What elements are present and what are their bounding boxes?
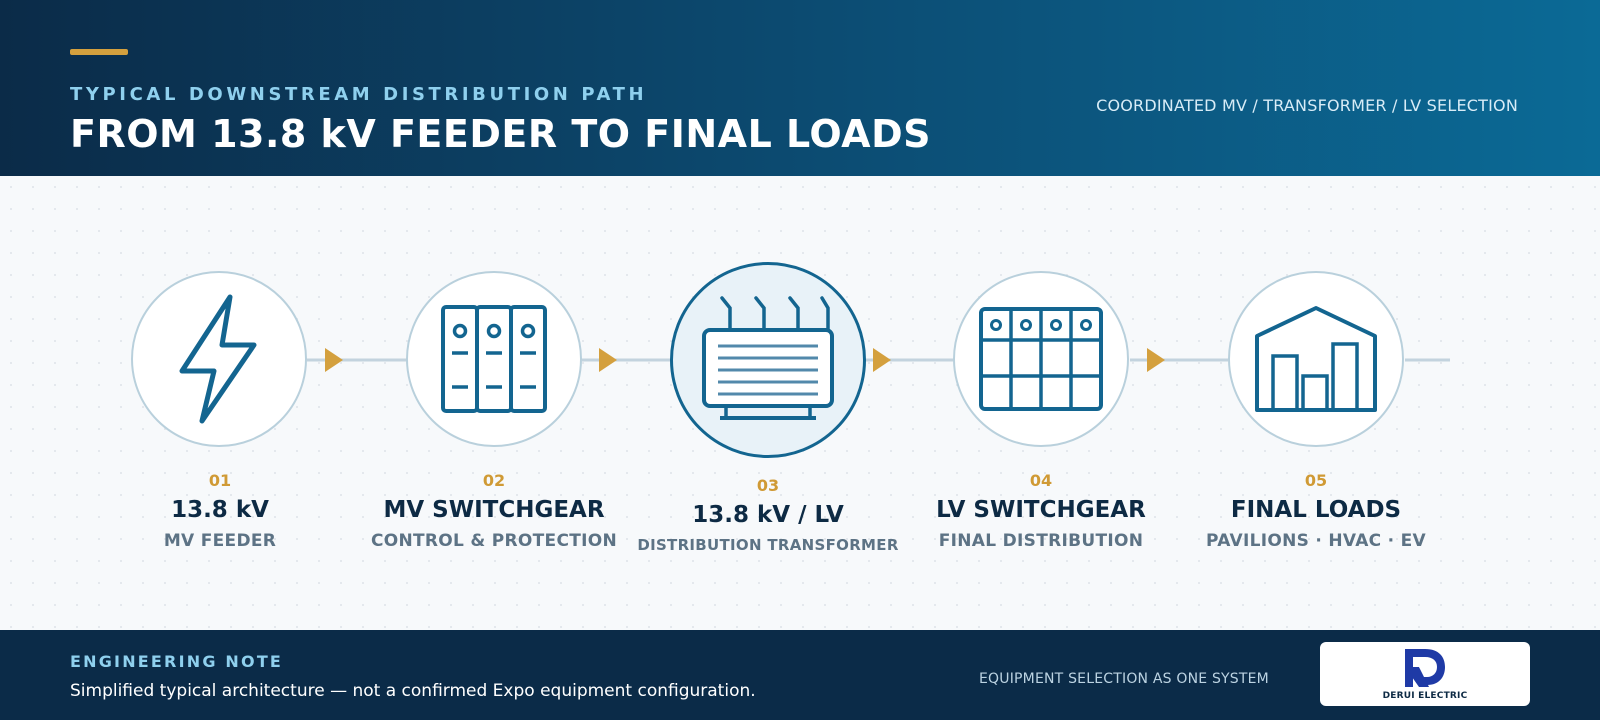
step-node-lv-switchgear — [953, 271, 1129, 447]
step-subtitle: CONTROL & PROTECTION — [370, 531, 618, 551]
step-label-05: 05 FINAL LOADS PAVILIONS · HVAC · EV — [1166, 471, 1466, 551]
step-number: 04 — [1029, 471, 1053, 490]
step-title: 13.8 kV — [171, 497, 269, 523]
lightning-bolt-icon — [179, 294, 257, 424]
step-title: MV SWITCHGEAR — [383, 497, 605, 523]
footer-tagline: EQUIPMENT SELECTION AS ONE SYSTEM — [979, 671, 1269, 687]
step-number: 03 — [756, 476, 780, 495]
step-node-transformer — [670, 262, 866, 458]
step-title: 13.8 kV / LV — [692, 502, 844, 528]
step-number: 01 — [208, 471, 232, 490]
step-number: 02 — [482, 471, 506, 490]
step-number: 05 — [1304, 471, 1328, 490]
switchgear-panels-icon — [441, 305, 547, 413]
flow-arrow-icon — [325, 348, 343, 372]
page-title: FROM 13.8 kV FEEDER TO FINAL LOADS — [70, 112, 931, 156]
lv-panel-grid-icon — [979, 307, 1103, 411]
footer-bar: ENGINEERING NOTE Simplified typical arch… — [0, 630, 1600, 720]
company-logo: DERUI ELECTRIC — [1320, 642, 1530, 706]
step-label-01: 01 13.8 kV MV FEEDER — [70, 471, 370, 551]
transformer-icon — [702, 296, 834, 420]
step-subtitle: PAVILIONS · HVAC · EV — [1206, 531, 1426, 551]
step-node-mv-feeder — [131, 271, 307, 447]
header-tagline: COORDINATED MV / TRANSFORMER / LV SELECT… — [1096, 96, 1518, 115]
logo-wordmark: DERUI ELECTRIC — [1382, 691, 1468, 701]
step-label-02: 02 MV SWITCHGEAR CONTROL & PROTECTION — [344, 471, 644, 551]
step-node-mv-switchgear — [406, 271, 582, 447]
step-title: FINAL LOADS — [1230, 497, 1402, 523]
step-subtitle: FINAL DISTRIBUTION — [938, 531, 1144, 551]
engineering-note-text: Simplified typical architecture — not a … — [70, 681, 756, 701]
step-label-04: 04 LV SWITCHGEAR FINAL DISTRIBUTION — [891, 471, 1191, 551]
header-kicker: TYPICAL DOWNSTREAM DISTRIBUTION PATH — [70, 84, 648, 105]
step-title: LV SWITCHGEAR — [936, 497, 1146, 523]
step-label-03: 03 13.8 kV / LV DISTRIBUTION TRANSFORMER — [618, 476, 918, 554]
flow-arrow-icon — [1147, 348, 1165, 372]
derui-logo-mark-icon — [1405, 649, 1445, 687]
step-subtitle: DISTRIBUTION TRANSFORMER — [637, 536, 899, 554]
flow-arrow-icon — [873, 348, 891, 372]
engineering-note-title: ENGINEERING NOTE — [70, 652, 284, 671]
header-banner: TYPICAL DOWNSTREAM DISTRIBUTION PATH FRO… — [0, 0, 1600, 176]
distribution-path-diagram: 01 13.8 kV MV FEEDER 02 MV SWITCHGEAR CO… — [0, 176, 1600, 630]
header-accent-bar — [70, 49, 128, 55]
flow-arrow-icon — [599, 348, 617, 372]
building-loads-icon — [1255, 306, 1377, 412]
step-node-final-loads — [1228, 271, 1404, 447]
step-subtitle: MV FEEDER — [163, 531, 277, 551]
